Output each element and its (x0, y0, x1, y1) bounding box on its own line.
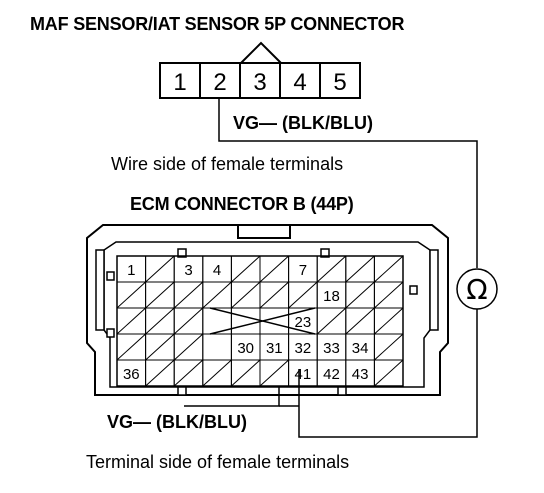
ecm-pin-30: 30 (237, 340, 254, 357)
maf-pin-1: 1 (173, 69, 186, 96)
ecm-locator-3 (106, 271, 115, 281)
ecm-pin41-bracket (184, 387, 280, 407)
ecm-unused-terminal-mark (231, 359, 261, 387)
ecm-left-slot (95, 249, 105, 331)
ecm-unused-terminal-mark (288, 281, 318, 309)
ecm-wire-label: VG— (BLK/BLU) (107, 412, 247, 432)
ecm-unused-terminal-mark (202, 359, 232, 387)
ecm-unused-terminal-mark (259, 281, 289, 309)
ecm-locator-1 (177, 248, 187, 258)
ecm-unused-terminal-mark (374, 255, 404, 283)
ecm-unused-terminal-mark (173, 333, 204, 361)
ecm-center-keyway (209, 307, 316, 335)
maf-pin-dividers (199, 63, 321, 98)
ecm-terminal-cell (230, 307, 261, 335)
ecm-pin-41: 41 (295, 366, 312, 383)
ecm-locator-4 (409, 285, 418, 295)
ecm-unused-terminal-mark (116, 281, 146, 309)
maf-connector-caption: Wire side of female terminals (111, 154, 344, 174)
ecm-locator-2 (320, 248, 330, 258)
ecm-locator-6 (177, 386, 187, 396)
ecm-unused-terminal-mark (173, 307, 204, 335)
ecm-unused-terminal-mark (316, 255, 347, 283)
maf-test-lead (218, 98, 478, 268)
ecm-unused-terminal-mark (345, 281, 375, 309)
maf-connector-body (159, 62, 361, 99)
ecm-pin-33: 33 (323, 340, 340, 357)
ecm-inner-body (103, 241, 431, 388)
ecm-unused-terminal-mark (231, 281, 261, 309)
ecm-right-slot (429, 249, 439, 331)
ecm-pin-7: 7 (299, 262, 307, 279)
maf-wire-label: VG— (BLK/BLU) (233, 113, 373, 133)
ecm-unused-terminal-mark (173, 281, 204, 309)
maf-key-tab (240, 41, 282, 64)
ecm-connector-title: ECM CONNECTOR B (44P) (130, 194, 354, 214)
ecm-unused-terminal-mark (316, 307, 347, 335)
ecm-unused-terminal-mark (374, 307, 404, 335)
test-wiring: Ω (184, 98, 498, 438)
ecm-unused-terminal-mark (116, 307, 146, 335)
ecm-connector-caption: Terminal side of female terminals (86, 452, 350, 472)
ecm-pin-23: 23 (295, 314, 312, 331)
maf-pin-3: 3 (253, 69, 266, 96)
ecm-unused-terminal-mark (202, 281, 232, 309)
ecm-unused-terminal-mark (374, 281, 404, 309)
ecm-pin-4: 4 (213, 262, 221, 279)
ecm-lock-tab (237, 224, 291, 239)
ecm-unused-terminal-mark (173, 359, 204, 387)
ecm-test-lead (298, 309, 478, 438)
ecm-pin-31: 31 (266, 340, 283, 357)
ecm-terminal-cell (373, 359, 404, 387)
ecm-pin-43: 43 (352, 366, 369, 383)
ecm-locator-7 (337, 386, 347, 396)
maf-pin-5: 5 (333, 69, 346, 96)
ohm-icon: Ω (466, 273, 487, 306)
ecm-terminal-grid (116, 255, 404, 387)
ecm-unused-terminal-mark (145, 255, 175, 283)
ecm-unused-terminal-mark (259, 255, 289, 283)
ecm-locator-5 (106, 328, 115, 338)
ecm-unused-terminal-mark (145, 359, 175, 387)
ecm-pin-3: 3 (184, 262, 192, 279)
ecm-unused-terminal-mark (345, 255, 375, 283)
ecm-unused-terminal-mark (374, 359, 404, 387)
ecm-unused-terminal-mark (374, 333, 404, 361)
ecm-unused-terminal-mark (145, 333, 175, 361)
ecm-unused-terminal-mark (231, 255, 261, 283)
ecm-unused-terminal-mark (145, 307, 175, 335)
ecm-unused-terminal-mark (259, 359, 289, 387)
ecm-unused-terminal-mark (145, 281, 175, 309)
ecm-pin-42: 42 (323, 366, 340, 383)
ecm-pin-1: 1 (127, 262, 135, 279)
maf-connector-title: MAF SENSOR/IAT SENSOR 5P CONNECTOR (30, 14, 405, 34)
ecm-pin-18: 18 (323, 288, 340, 305)
maf-pin-4: 4 (293, 69, 306, 96)
ecm-unused-terminal-mark (116, 333, 146, 361)
ecm-pin-36: 36 (123, 366, 140, 383)
ecm-terminal-cell (202, 333, 232, 361)
ecm-outer-shell (86, 224, 449, 396)
ecm-unused-terminal-mark (345, 307, 375, 335)
maf-pin-2: 2 (213, 69, 226, 96)
ecm-pin-32: 32 (295, 340, 312, 357)
ecm-pin-34: 34 (352, 340, 369, 357)
